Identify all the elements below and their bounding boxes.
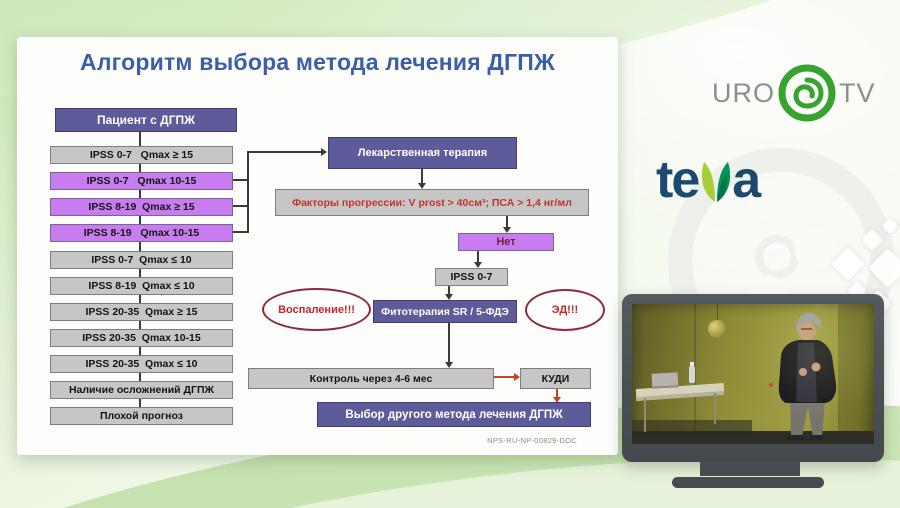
presenter [769, 313, 837, 440]
arrowhead-red [553, 397, 561, 403]
connector-bus-row2 [231, 205, 248, 207]
presenter-shoe [809, 435, 823, 440]
presenter-shoe [787, 435, 803, 440]
flow-box-ipss-row: IPSS 8-19 Qmax 10-15 [50, 224, 233, 242]
ball-string [717, 304, 718, 321]
urotv-circle-icon [778, 64, 836, 122]
arrowhead [445, 294, 453, 300]
arrowhead [503, 227, 511, 233]
hanging-ball [708, 320, 726, 338]
wall-right-shade [838, 304, 874, 444]
flow-box-patient: Пациент с ДГПЖ [55, 108, 237, 132]
film-reel-hole [748, 180, 790, 222]
presenter-hand [799, 368, 807, 376]
flow-box-other-method: Выбор другого метода лечения ДГПЖ [317, 402, 591, 427]
floor-left [632, 420, 752, 436]
water-bottle [689, 366, 695, 383]
laser-pointer-dot [769, 383, 773, 387]
flow-box-ipss-row: IPSS 8-19 Qmax ≤ 10 [50, 277, 233, 295]
film-reel-hub [755, 235, 799, 279]
arrowhead [474, 262, 482, 268]
flow-box-ipss-row: Наличие осложнений ДГПЖ [50, 381, 233, 399]
presenter-glasses [801, 328, 812, 330]
connector [421, 167, 423, 183]
callout-inflammation: Воспаление!!! [262, 288, 371, 331]
connector-bus-row3 [231, 231, 248, 233]
flow-box-ipss-row: IPSS 0-7 Qmax ≥ 15 [50, 146, 233, 164]
bottle-cap [690, 362, 694, 366]
flow-box-no: Нет [458, 233, 554, 251]
flow-box-kudi: КУДИ [520, 368, 591, 389]
flow-box-drug-therapy: Лекарственная терапия [328, 137, 517, 169]
urotv-logo: URO TV [712, 64, 876, 122]
slide-title: Алгоритм выбора метода лечения ДГПЖ [80, 49, 555, 75]
callout-ed: ЭД!!! [525, 289, 605, 331]
connector [477, 249, 479, 262]
urotv-text-right: TV [839, 77, 876, 108]
urotv-text-left: URO [712, 77, 775, 108]
arrowhead [445, 362, 453, 368]
table-leg [714, 393, 716, 424]
teva-text-suffix: a [732, 151, 761, 209]
teva-text-prefix: te [656, 151, 700, 209]
connector-red [556, 387, 558, 398]
flow-box-progression-factors: Факторы прогрессии: V prost > 40см³; ПСА… [275, 189, 589, 216]
film-reel-hole [702, 228, 744, 270]
flow-box-ipss-row: IPSS 0-7 Qmax 10-15 [50, 172, 233, 190]
flow-box-phytotherapy: Фитотерапия SR / 5-ФДЭ [373, 300, 517, 323]
flow-box-ipss-row: Плохой прогноз [50, 407, 233, 425]
connector [506, 214, 508, 227]
connector-bus-row1 [231, 179, 248, 181]
monitor-stand-neck [700, 461, 800, 476]
connector-bus-vertical [247, 151, 249, 233]
spotlight [752, 304, 874, 424]
presentation-slide: Алгоритм выбора метода лечения ДГПЖ Паци… [17, 37, 618, 455]
flow-box-ipss-row: IPSS 8-19 Qmax ≥ 15 [50, 198, 233, 216]
flow-box-ipss-row: IPSS 0-7 Qmax ≤ 10 [50, 251, 233, 269]
arrowhead-red [514, 373, 520, 381]
monitor-stand-base [672, 477, 824, 488]
doc-code: NPS-RU-NP-00829-DOC [487, 436, 577, 445]
flow-box-ipss-row: IPSS 20-35 Qmax ≤ 10 [50, 355, 233, 373]
presenter-trousers [790, 400, 825, 437]
arrowhead [418, 183, 426, 189]
flow-box-ipss-row: IPSS 20-35 Qmax ≥ 15 [50, 303, 233, 321]
presenter-face [798, 322, 816, 340]
teva-logo: te a [656, 151, 761, 209]
flow-box-control: Контроль через 4-6 мес [248, 368, 494, 389]
flow-box-ipss-row: IPSS 20-35 Qmax 10-15 [50, 329, 233, 347]
flow-box-ipss-0-7: IPSS 0-7 [435, 268, 508, 286]
wall-corner-line [694, 304, 696, 432]
connector-red [492, 376, 515, 378]
connector [448, 321, 450, 363]
arrowhead [321, 148, 327, 156]
film-reel-hole [794, 228, 836, 270]
presenter-hand [811, 362, 821, 372]
connector-bus-top [247, 151, 321, 153]
table-leg [644, 398, 646, 432]
monitor-frame [622, 294, 884, 462]
presenter-hair [795, 313, 822, 332]
video-still [632, 304, 874, 444]
teva-leaf-icon [702, 162, 731, 202]
connector [448, 284, 450, 295]
